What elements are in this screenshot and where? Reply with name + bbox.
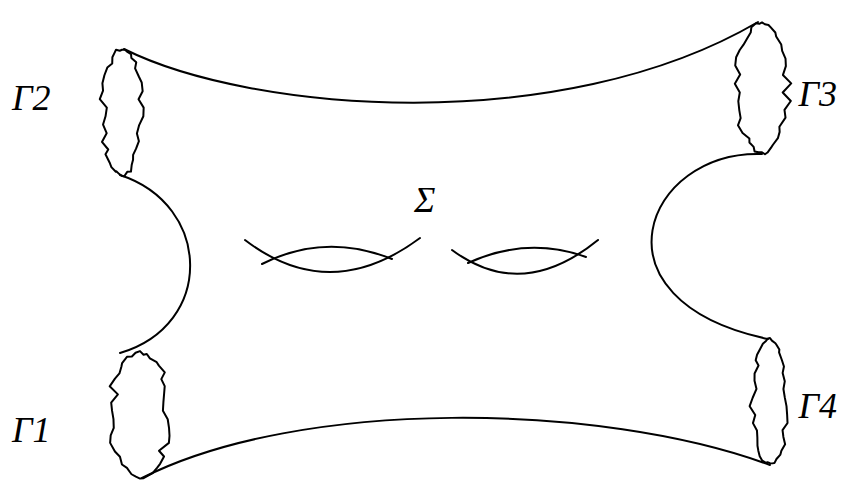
boundary-curve bbox=[735, 22, 791, 154]
surface-edge bbox=[124, 22, 758, 103]
handle-hole bbox=[468, 248, 586, 263]
surface-edge bbox=[120, 175, 190, 353]
boundary-label: Γ3 bbox=[799, 76, 837, 112]
surface-edge bbox=[652, 154, 768, 339]
handle-hole bbox=[245, 238, 420, 272]
surface-label: Σ bbox=[414, 182, 435, 218]
boundary-curve bbox=[110, 351, 170, 478]
handle-hole bbox=[262, 247, 392, 264]
surface-edge bbox=[142, 418, 770, 478]
boundary-label: Γ4 bbox=[799, 388, 837, 424]
boundary-curve bbox=[750, 338, 788, 463]
boundary-label: Γ2 bbox=[12, 80, 50, 116]
boundary-curve bbox=[100, 50, 144, 177]
boundary-label: Γ1 bbox=[12, 412, 50, 448]
handle-hole bbox=[452, 240, 598, 274]
